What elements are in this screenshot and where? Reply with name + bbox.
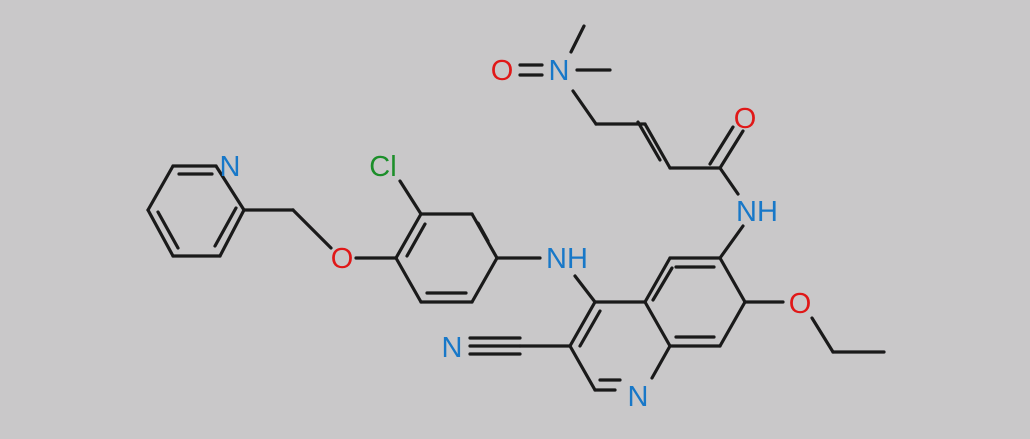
nitrile-nitrogen: N <box>442 332 463 364</box>
pyridine-ring <box>146 164 246 258</box>
quinoline-core <box>568 256 747 392</box>
nitrile-group <box>468 336 572 356</box>
amide-nh: NH <box>736 196 778 228</box>
ethoxy-oxygen: O <box>789 288 812 320</box>
n-oxide-group <box>518 24 612 77</box>
quinoline-nitrogen: N <box>628 381 649 413</box>
atom-labels: N Cl O NH NH O N O O N N <box>220 55 812 413</box>
amide-chain <box>571 89 745 260</box>
pyridine-nitrogen: N <box>220 151 241 183</box>
amine-linker <box>495 256 597 304</box>
ethoxy-group <box>743 300 886 354</box>
amide-oxygen: O <box>734 103 757 135</box>
methylene-ether-linker <box>242 208 398 260</box>
chlorophenyl-ring <box>394 179 499 304</box>
n-oxide-nitrogen: N <box>549 55 570 87</box>
n-oxide-oxygen: O <box>491 55 514 87</box>
chlorine-atom: Cl <box>369 151 396 183</box>
amine-nh: NH <box>546 243 588 275</box>
ether-oxygen: O <box>331 243 354 275</box>
